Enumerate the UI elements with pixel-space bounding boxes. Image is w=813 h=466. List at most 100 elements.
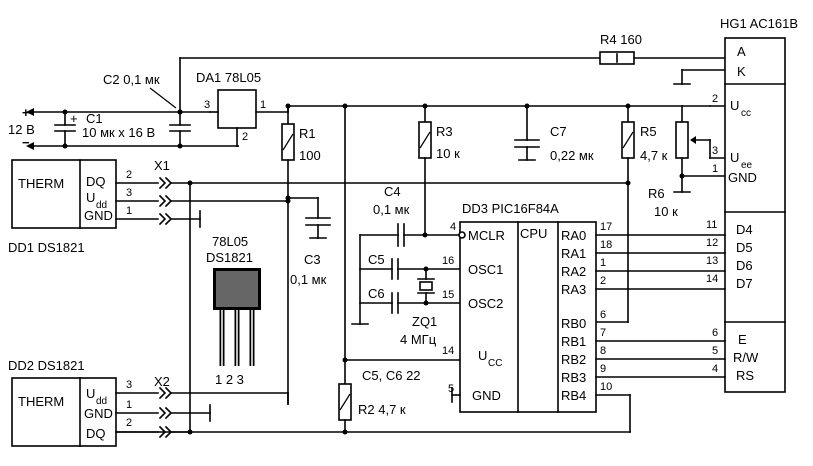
c1-label: C1	[86, 111, 103, 126]
dd3-mclr: MCLR	[468, 228, 505, 243]
c6-label: C6	[368, 286, 385, 301]
dd1-therm: THERM	[18, 176, 64, 191]
x2-label: X2	[154, 374, 170, 389]
dd3-gnd: GND	[472, 388, 501, 403]
dd2-pin-gnd: GND	[84, 406, 113, 421]
dd3-ucc: U	[478, 348, 487, 363]
dd3-ra1: RA1	[561, 246, 586, 261]
r6-value: 10 к	[654, 204, 678, 219]
hg1-pin-uee: U	[730, 150, 739, 165]
capacitor-c5: C5	[359, 252, 460, 280]
c1-plus: +	[70, 111, 78, 126]
hg1-pin-d4: D4	[736, 222, 753, 237]
dd1-pin-udd-sub: dd	[96, 200, 107, 211]
dd2-num-2: 2	[126, 417, 132, 429]
r3-value: 10 к	[436, 146, 460, 161]
r5-value: 4,7 к	[640, 148, 668, 163]
c2-label: C2 0,1 мк	[103, 72, 160, 87]
hg1-pin-d5: D5	[736, 240, 753, 255]
r3-label: R3	[436, 124, 453, 139]
c5-label: C5	[368, 252, 385, 267]
resistor-r4: R4 160	[599, 32, 726, 65]
hg1-num-6: 6	[712, 327, 718, 339]
pkg-label-2: DS1821	[206, 250, 253, 265]
resistor-r3: R3 10 к	[418, 105, 460, 238]
dd2-pin-dq: DQ	[86, 426, 106, 441]
dd1-pin-dq: DQ	[86, 174, 106, 189]
dd3-num-14: 14	[442, 345, 454, 357]
c5-c6-note: C5, C6 22	[362, 368, 421, 383]
regulator-da1: DA1 78L05 3 1 2	[196, 70, 289, 147]
dd1-title: DD1 DS1821	[8, 240, 85, 255]
r1-label: R1	[299, 126, 316, 141]
c7-value: 0,22 мк	[550, 148, 594, 163]
dd2-therm: THERM	[18, 394, 64, 409]
hg1-num-3: 3	[712, 145, 718, 157]
hg1-pin-rw: R/W	[733, 350, 759, 365]
hg1-pin-gnd: GND	[728, 170, 757, 185]
dd3-num-1: 1	[600, 257, 606, 269]
dd3-ra3: RA3	[561, 282, 586, 297]
dd3-rb1: RB1	[561, 334, 586, 349]
pkg-pin-numbers: 1 2 3	[215, 372, 244, 387]
c3-value: 0,1 мк	[290, 272, 327, 287]
capacitor-c3: C3 0,1 мк	[285, 195, 331, 287]
x1-label: X1	[154, 158, 170, 173]
dd1-num-3: 3	[126, 187, 132, 199]
capacitor-c6: C6	[359, 286, 460, 314]
dd3-num-6: 6	[600, 309, 606, 321]
dd3-num-16: 16	[442, 255, 454, 267]
c7-label: C7	[550, 124, 567, 139]
r2-label: R2 4,7 к	[358, 402, 406, 417]
dd2-pin-udd: U	[86, 386, 95, 401]
connector-x1	[158, 176, 173, 226]
da1-pin-in: 3	[204, 99, 210, 111]
hg1-pin-d7: D7	[736, 276, 753, 291]
dd3-num-15: 15	[442, 289, 454, 301]
crystal-zq1: ZQ1 4 МГц	[400, 268, 437, 347]
dd3-osc1: OSC1	[468, 262, 503, 277]
hg1-pin-k: K	[737, 64, 746, 79]
dd2-title: DD2 DS1821	[8, 358, 85, 373]
dd3-rb0: RB0	[561, 316, 586, 331]
hg1-pin-ucc-sub: cc	[741, 108, 751, 119]
r6-label: R6	[648, 186, 665, 201]
connector-x2	[158, 386, 173, 439]
hg1-pin-rs: RS	[736, 368, 754, 383]
c4-label: C4	[384, 184, 401, 199]
mcu-dd3: DD3 PIC16F84A CPU MCLR OSC1 OSC2 U CC GN…	[442, 201, 612, 413]
dd3-num-5: 5	[448, 383, 454, 395]
sensor-dd2: THERM U dd GND DQ DD2 DS1821 3 1 2 X2	[8, 358, 170, 447]
dd3-osc2: OSC2	[468, 296, 503, 311]
da1-label: DA1 78L05	[196, 70, 261, 85]
hg1-title: HG1 AC161B	[720, 16, 798, 31]
capacitor-c1: + C1 10 мк х 16 В	[54, 109, 155, 149]
dd3-ra2: RA2	[561, 264, 586, 279]
dd2-num-1: 1	[126, 399, 132, 411]
c1-value: 10 мк х 16 В	[82, 125, 155, 140]
r4-label: R4 160	[600, 32, 642, 47]
dd3-rb3: RB3	[561, 370, 586, 385]
dd3-cpu: CPU	[520, 226, 547, 241]
dd3-rb2: RB2	[561, 352, 586, 367]
hg1-pin-uee-sub: ee	[741, 160, 753, 171]
dd3-num-18: 18	[600, 239, 612, 251]
hg1-num-2: 2	[712, 93, 718, 105]
hg1-num-1: 1	[712, 163, 718, 175]
dd3-num-17: 17	[600, 221, 612, 233]
dd3-num-2: 2	[600, 275, 606, 287]
hg1-num-12: 12	[706, 237, 718, 249]
dd3-num-10: 10	[600, 381, 612, 393]
dd3-num-9: 9	[600, 363, 606, 375]
hg1-num-13: 13	[706, 255, 718, 267]
hg1-pin-ucc: U	[730, 98, 739, 113]
dd3-ucc-sub: CC	[488, 358, 502, 369]
hg1-num-5: 5	[712, 345, 718, 357]
lcd-module-hg1: HG1 AC161B A K U cc U ee GND D4 D5 D6 D7…	[706, 16, 798, 393]
hg1-num-4: 4	[712, 363, 718, 375]
plus-sign: +	[22, 105, 30, 120]
dd3-ra0: RA0	[561, 228, 586, 243]
hg1-num-14: 14	[706, 273, 718, 285]
potentiometer-r6: R6 10 к	[648, 105, 726, 219]
r5-label: R5	[640, 124, 657, 139]
